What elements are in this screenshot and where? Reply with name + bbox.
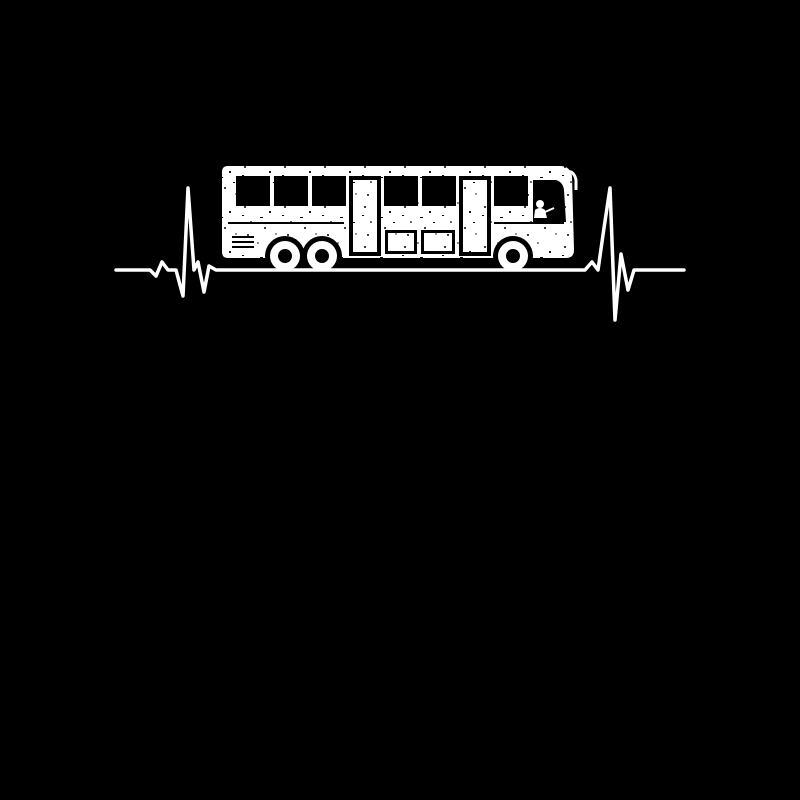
driver-icon (534, 200, 555, 218)
wheel-icon (270, 241, 528, 271)
